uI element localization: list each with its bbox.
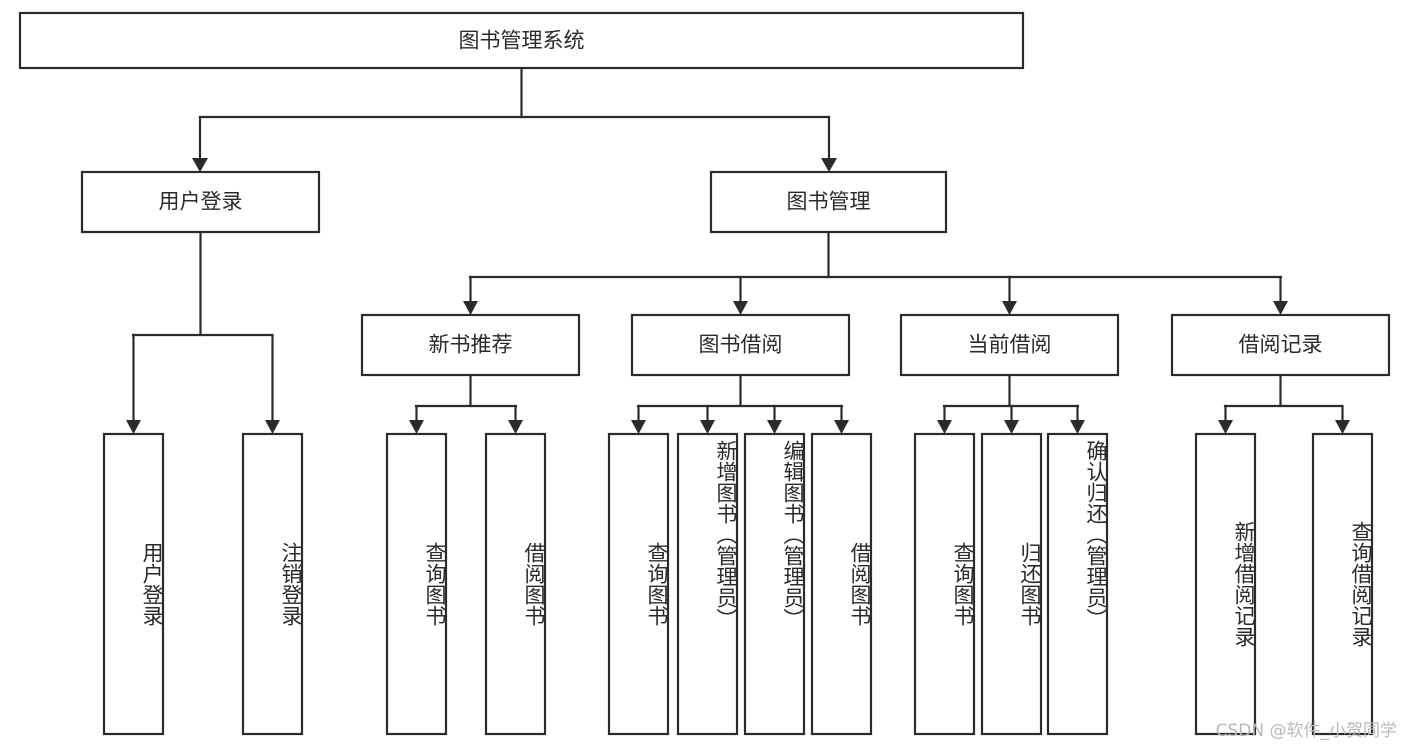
node-new-book-recommend[interactable] — [360, 313, 581, 377]
arrow-head-current-borrow — [1002, 301, 1017, 315]
arrow-head-bb-edit — [767, 420, 782, 434]
node-root-book-management-system[interactable] — [18, 11, 1025, 70]
arrow-head-nb-query — [409, 420, 424, 434]
node-new-book-recommend-label: 新书推荐 — [429, 333, 513, 357]
arrow-head-user-login — [192, 158, 208, 172]
arrow-head-borrow-book — [733, 301, 748, 315]
arrow-head-leaf-logout — [265, 420, 280, 434]
node-leaf-nb-borrow-book[interactable] — [484, 432, 547, 736]
node-borrow-record-label: 借阅记录 — [1239, 333, 1323, 357]
arrow-head-cb-query — [937, 420, 952, 434]
node-user-login-label: 用户登录 — [159, 190, 243, 214]
node-leaf-user-login[interactable] — [102, 432, 165, 736]
node-book-management[interactable] — [709, 170, 948, 234]
node-leaf-cb-return-book[interactable] — [980, 432, 1043, 736]
arrow-head-leaf-user-login — [126, 420, 141, 434]
node-book-management-label: 图书管理 — [787, 190, 871, 214]
arrow-head-bb-query — [631, 420, 646, 434]
node-book-borrow-label: 图书借阅 — [699, 333, 783, 357]
node-leaf-br-add-record[interactable] — [1194, 432, 1257, 736]
node-leaf-bb-query-book[interactable] — [607, 432, 670, 736]
arrow-head-bb-add — [700, 420, 715, 434]
node-leaf-bb-add-book-admin[interactable] — [676, 432, 739, 736]
node-root-label: 图书管理系统 — [459, 29, 585, 53]
node-user-login[interactable] — [80, 170, 321, 234]
node-current-borrow[interactable] — [899, 313, 1120, 377]
node-current-borrow-label: 当前借阅 — [968, 333, 1052, 357]
node-leaf-cb-confirm-return-admin[interactable] — [1046, 432, 1109, 736]
node-leaf-nb-query-book[interactable] — [385, 432, 448, 736]
node-book-borrow[interactable] — [630, 313, 851, 377]
arrow-head-book-manage — [821, 158, 837, 172]
arrow-head-nb-borrow — [508, 420, 523, 434]
arrow-head-br-add — [1218, 420, 1233, 434]
node-leaf-br-query-record[interactable] — [1311, 432, 1374, 736]
arrow-head-cb-confirm — [1070, 420, 1085, 434]
arrow-head-new-book — [463, 301, 478, 315]
arrow-head-br-query — [1335, 420, 1350, 434]
connector-layer — [126, 66, 1350, 434]
node-borrow-record[interactable] — [1170, 313, 1391, 377]
node-leaf-bb-borrow-book[interactable] — [810, 432, 873, 736]
node-leaf-cb-query-book[interactable] — [913, 432, 976, 736]
arrow-head-cb-return — [1004, 420, 1019, 434]
node-leaf-bb-edit-book-admin[interactable] — [743, 432, 806, 736]
node-layer: 图书管理系统 用户登录 图书管理 新书推荐 图书借阅 当前借阅 借阅记录 — [18, 11, 1391, 736]
arrow-head-borrow-record — [1273, 301, 1288, 315]
arrow-head-bb-borrow — [834, 420, 849, 434]
node-leaf-logout[interactable] — [241, 432, 304, 736]
